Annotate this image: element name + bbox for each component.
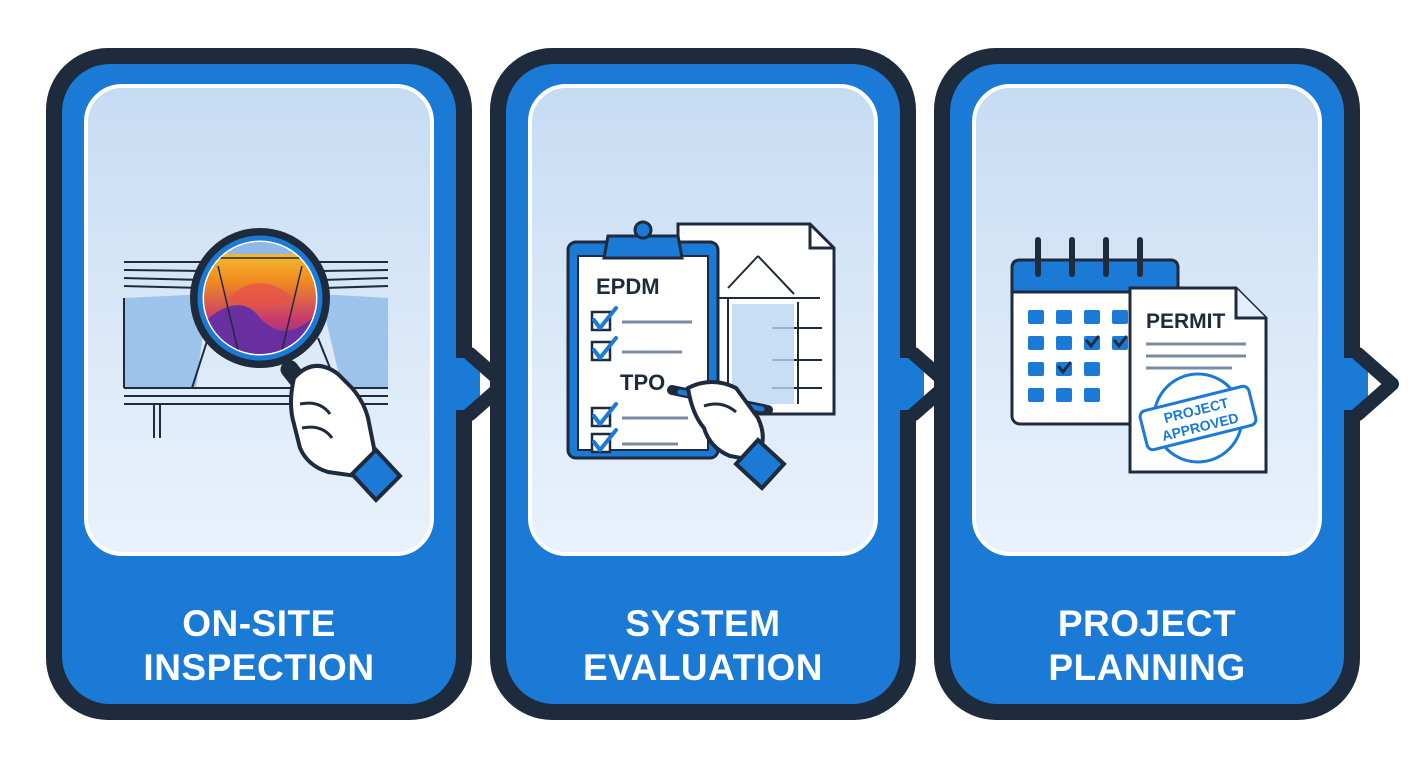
step-label-line1: ON-SITE — [182, 603, 336, 644]
chevron-right-icon — [1336, 347, 1399, 421]
magnifier-roof-icon — [123, 228, 403, 503]
permit-title: PERMIT — [1146, 310, 1226, 333]
step-label-line2: INSPECTION — [143, 647, 375, 688]
step-label-line2: EVALUATION — [582, 647, 823, 688]
step-card-planning: PERMIT PROJECT APPROVED — [934, 48, 1360, 720]
step-card-inner: PERMIT PROJECT APPROVED — [950, 64, 1344, 704]
calendar-permit-icon: PERMIT PROJECT APPROVED — [1010, 237, 1268, 474]
step-card-evaluation: EPDM — [490, 48, 916, 720]
step-label-line1: PROJECT — [1057, 603, 1237, 644]
step-card-inner: ON-SITE INSPECTION — [62, 64, 456, 704]
clipboard-item-epdm: EPDM — [596, 274, 660, 299]
step-label-inspection: ON-SITE INSPECTION — [62, 602, 456, 690]
step-label-line2: PLANNING — [1048, 647, 1246, 688]
clipboard-item-tpo: TPO — [620, 370, 665, 395]
step-label-evaluation: SYSTEM EVALUATION — [506, 602, 900, 690]
clipboard-checklist-icon: EPDM — [566, 220, 836, 491]
step-label-planning: PROJECT PLANNING — [950, 602, 1344, 690]
step-illustration-panel: EPDM — [528, 84, 878, 556]
step-card-inner: EPDM — [506, 64, 900, 704]
step-label-line1: SYSTEM — [625, 603, 781, 644]
step-illustration-panel — [84, 84, 434, 556]
approved-stamp: PROJECT APPROVED — [1138, 372, 1258, 464]
step-illustration-panel: PERMIT PROJECT APPROVED — [972, 84, 1322, 556]
step-card-inspection: ON-SITE INSPECTION — [46, 48, 472, 720]
